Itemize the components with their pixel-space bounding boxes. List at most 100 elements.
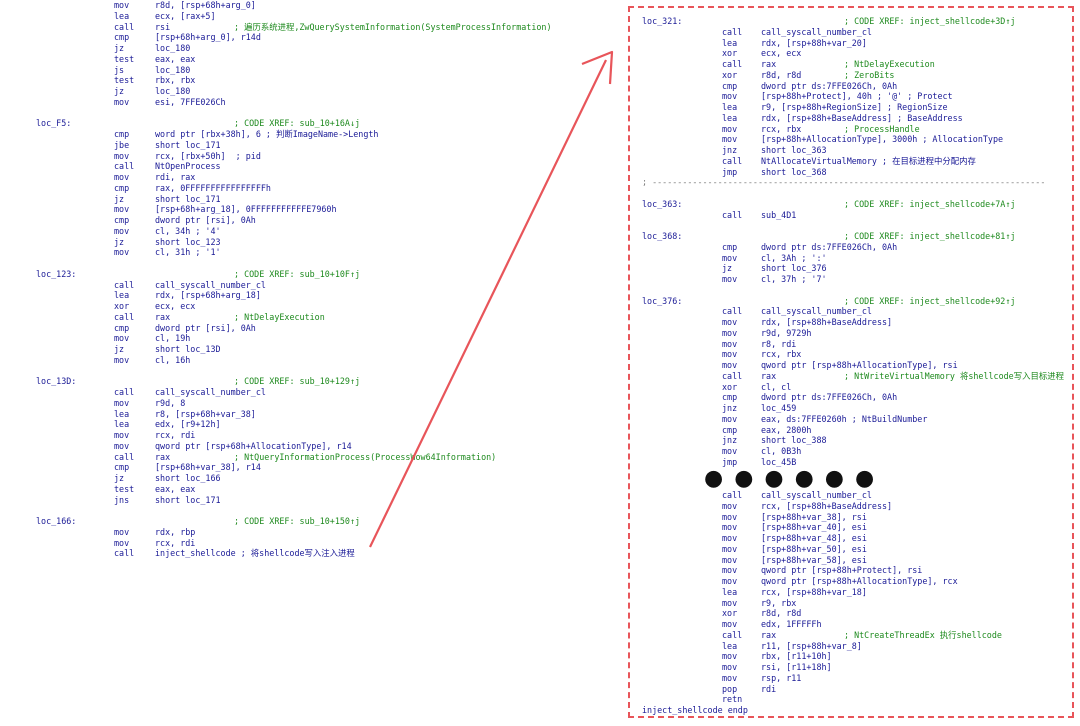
instruction-operands[interactable]: call_syscall_number_cl: [761, 490, 872, 500]
instruction-operands[interactable]: rax: [155, 451, 171, 462]
instruction-operands[interactable]: rcx, [rsp+88h+var_18]: [761, 586, 867, 597]
instruction-operands[interactable]: qword ptr [rsp+88h+AllocationType], rcx: [761, 576, 958, 586]
instruction-operands[interactable]: edx, 1FFFFFh: [761, 619, 822, 629]
instruction-operands[interactable]: short loc_13D: [155, 344, 221, 354]
instruction-operands[interactable]: [rsp+88h+AllocationType], 3000h ; Alloca…: [761, 134, 1004, 145]
instruction-operands[interactable]: short loc_376: [761, 263, 827, 274]
instruction-operands[interactable]: r9, rbx: [761, 597, 797, 608]
instruction-operands[interactable]: eax, ds:7FFE0260h ; NtBuildNumber: [761, 413, 928, 424]
code-label[interactable]: loc_F5:: [36, 118, 72, 129]
instruction-operands[interactable]: loc_459: [761, 403, 797, 413]
instruction-operands[interactable]: rdi, rax: [155, 172, 196, 182]
instruction-operands[interactable]: r8d, [rsp+68h+arg_0]: [155, 0, 256, 10]
instruction-operands[interactable]: dword ptr [rsi], 0Ah: [155, 322, 256, 333]
instruction-operands[interactable]: rbx, rbx: [155, 75, 196, 86]
instruction-operands[interactable]: rsi, [r11+18h]: [761, 662, 832, 672]
code-label[interactable]: loc_321:: [642, 16, 683, 26]
code-label[interactable]: loc_13D:: [36, 376, 77, 387]
instruction-operands[interactable]: edx, [r9+12h]: [155, 419, 221, 430]
instruction-operands[interactable]: ecx, ecx: [761, 48, 802, 59]
code-label[interactable]: loc_123:: [36, 268, 77, 279]
instruction-operands[interactable]: rsi: [155, 21, 171, 32]
instruction-operands[interactable]: r8, rdi: [761, 338, 797, 349]
instruction-operands[interactable]: qword ptr [rsp+88h+AllocationType], rsi: [761, 360, 958, 370]
instruction-operands[interactable]: [rsp+88h+Protect], 40h ; '@' ; Protect: [761, 91, 953, 102]
instruction-operands[interactable]: cl, 3Ah ; ':': [761, 252, 827, 263]
instruction-operands[interactable]: qword ptr [rsp+68h+AllocationType], r14: [155, 440, 352, 451]
instruction-operands[interactable]: [rsp+88h+var_50], esi: [761, 543, 867, 554]
instruction-operands[interactable]: loc_180: [155, 43, 191, 53]
instruction-operands[interactable]: cl, 16h: [155, 354, 191, 365]
instruction-operands[interactable]: eax, eax: [155, 483, 196, 494]
instruction-operands[interactable]: rax, 0FFFFFFFFFFFFFFFFh: [155, 182, 271, 193]
instruction-operands[interactable]: r9d, 9729h: [761, 327, 812, 338]
instruction-operands[interactable]: cl, cl: [761, 381, 792, 392]
instruction-operands[interactable]: rdx, [rsp+88h+BaseAddress]: [761, 317, 893, 327]
instruction-operands[interactable]: sub_4D1: [761, 209, 797, 220]
instruction-operands[interactable]: [rsp+88h+var_58], esi: [761, 554, 867, 565]
code-label[interactable]: loc_368:: [642, 231, 683, 241]
instruction-operands[interactable]: loc_180: [155, 86, 191, 96]
instruction-operands[interactable]: dword ptr ds:7FFE026Ch, 0Ah: [761, 80, 898, 91]
instruction-operands[interactable]: inject_shellcode ; 将shellcode写入注入进程: [155, 548, 355, 559]
instruction-operands[interactable]: eax, eax: [155, 53, 196, 64]
instruction-operands[interactable]: rcx, rdi: [155, 537, 196, 548]
instruction-operands[interactable]: short loc_171: [155, 494, 221, 505]
instruction-operands[interactable]: ecx, [rax+5]: [155, 10, 216, 21]
instruction-operands[interactable]: rcx, [rbx+50h] ; pid: [155, 150, 261, 161]
instruction-operands[interactable]: short loc_363: [761, 145, 827, 155]
instruction-operands[interactable]: rax: [761, 370, 777, 381]
instruction-operands[interactable]: call_syscall_number_cl: [761, 306, 872, 317]
instruction-operands[interactable]: rcx, rdi: [155, 430, 196, 440]
instruction-operands[interactable]: rcx, rbx: [761, 123, 802, 134]
code-label[interactable]: loc_376:: [642, 295, 683, 306]
instruction-operands[interactable]: short loc_171: [155, 193, 221, 204]
instruction-operands[interactable]: r9, [rsp+88h+RegionSize] ; RegionSize: [761, 102, 948, 112]
instruction-operands[interactable]: rcx, rbx: [761, 349, 802, 360]
instruction-operands[interactable]: rax: [155, 311, 171, 322]
instruction-operands[interactable]: esi, 7FFE026Ch: [155, 96, 226, 107]
instruction-operands[interactable]: short loc_166: [155, 473, 221, 483]
instruction-operands[interactable]: rdx, [rsp+88h+BaseAddress] ; BaseAddress: [761, 112, 963, 123]
instruction-operands[interactable]: rax: [761, 629, 777, 640]
instruction-operands[interactable]: rdx, rbp: [155, 526, 196, 537]
code-label[interactable]: inject_shellcode endp: [642, 705, 748, 715]
instruction-operands[interactable]: r9d, 8: [155, 397, 186, 408]
instruction-operands[interactable]: r8d, r8d: [761, 608, 802, 619]
instruction-operands[interactable]: cl, 37h ; '7': [761, 274, 827, 284]
instruction-operands[interactable]: r8d, r8d: [761, 69, 802, 80]
instruction-operands[interactable]: [rsp+88h+var_40], esi: [761, 522, 867, 533]
instruction-operands[interactable]: r11, [rsp+88h+var_8]: [761, 640, 862, 651]
code-label[interactable]: loc_363:: [642, 198, 683, 209]
instruction-operands[interactable]: [rsp+68h+var_38], r14: [155, 462, 261, 473]
instruction-operands[interactable]: r8, [rsp+68h+var_38]: [155, 408, 256, 419]
instruction-operands[interactable]: dword ptr [rsi], 0Ah: [155, 215, 256, 225]
instruction-operands[interactable]: rsp, r11: [761, 672, 802, 683]
instruction-operands[interactable]: cl, 0B3h: [761, 446, 802, 456]
instruction-operands[interactable]: rdi: [761, 683, 777, 694]
instruction-operands[interactable]: rbx, [r11+10h]: [761, 651, 832, 662]
instruction-operands[interactable]: NtAllocateVirtualMemory ; 在目标进程中分配内存: [761, 155, 976, 166]
instruction-operands[interactable]: rax: [761, 59, 777, 69]
instruction-operands[interactable]: dword ptr ds:7FFE026Ch, 0Ah: [761, 241, 898, 252]
instruction-operands[interactable]: cl, 31h ; '1': [155, 247, 221, 258]
instruction-operands[interactable]: word ptr [rbx+38h], 6 ; 判断ImageName->Len…: [155, 129, 379, 139]
instruction-operands[interactable]: call_syscall_number_cl: [155, 387, 266, 397]
instruction-operands[interactable]: [rsp+88h+var_38], rsi: [761, 511, 867, 522]
instruction-operands[interactable]: eax, 2800h: [761, 424, 812, 435]
instruction-operands[interactable]: loc_180: [155, 64, 191, 75]
instruction-operands[interactable]: ecx, ecx: [155, 301, 196, 311]
instruction-operands[interactable]: loc_45B: [761, 456, 797, 467]
instruction-operands[interactable]: rdx, [rsp+68h+arg_18]: [155, 290, 261, 301]
instruction-operands[interactable]: cl, 19h: [155, 333, 191, 344]
instruction-operands[interactable]: cl, 34h ; '4': [155, 225, 221, 236]
instruction-operands[interactable]: qword ptr [rsp+88h+Protect], rsi: [761, 565, 923, 576]
instruction-operands[interactable]: call_syscall_number_cl: [761, 26, 872, 37]
instruction-operands[interactable]: [rsp+88h+var_48], esi: [761, 533, 867, 543]
code-label[interactable]: loc_166:: [36, 516, 77, 526]
instruction-operands[interactable]: [rsp+68h+arg_0], r14d: [155, 32, 261, 43]
instruction-operands[interactable]: short loc_123: [155, 236, 221, 247]
instruction-operands[interactable]: short loc_368: [761, 166, 827, 177]
instruction-operands[interactable]: [rsp+68h+arg_18], 0FFFFFFFFFFFE7960h: [155, 204, 337, 215]
instruction-operands[interactable]: rcx, [rsp+88h+BaseAddress]: [761, 500, 893, 511]
